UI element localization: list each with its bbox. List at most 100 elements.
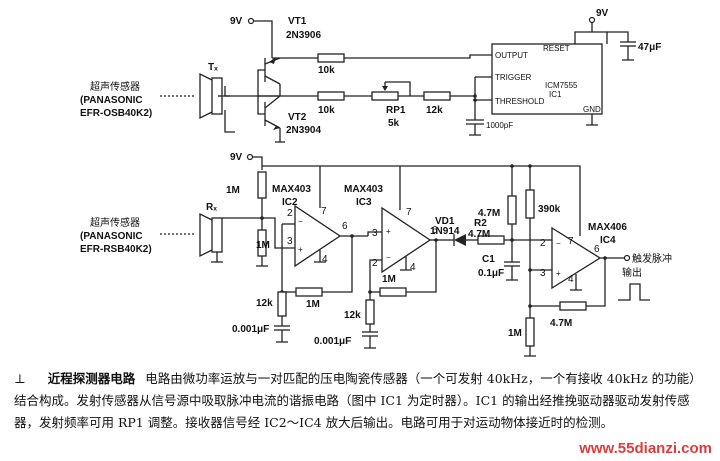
ic2-pin-2-sign: − — [298, 217, 303, 226]
ic2-gnd-wire — [314, 250, 326, 263]
c-ic2-gnd — [276, 330, 288, 343]
r-10k-mid — [317, 91, 345, 101]
ic4-pin-3-sign: + — [556, 269, 561, 278]
tx-supply-terminal — [247, 17, 255, 25]
rx-sensor-model-2: EFR-RSB40K2) — [80, 244, 152, 255]
ic2-pin-3-sign: + — [298, 245, 303, 254]
c1-gnd — [506, 266, 518, 281]
ic1-part-label: ICM7555 — [545, 81, 578, 90]
receiver-section: 9V 1M 1M Rₓ 超声传感器 (PANASONIC EFR-RSB40K2… — [80, 152, 672, 357]
tx-sensor-model-2: EFR-OSB40K2) — [80, 108, 152, 119]
ic3-pin-3: 3 — [372, 228, 378, 239]
ic1-reset-label: RESET — [543, 44, 570, 53]
ic3-name-label: IC3 — [356, 197, 372, 208]
rx-bias-gnd — [256, 256, 268, 267]
vd1-diode — [454, 234, 466, 246]
ic4-pin-7: 7 — [568, 236, 574, 247]
r-1m-ic4-bottom — [525, 317, 535, 347]
ic3-part-label: MAX403 — [344, 184, 383, 195]
ic3-plus-input-wire — [367, 231, 382, 236]
tx-supply-label: 9V — [230, 16, 243, 27]
tx-gnd-wire — [224, 110, 235, 133]
ic2-pin-6: 6 — [342, 221, 348, 232]
rx-transducer-gnd — [211, 252, 223, 263]
rx-supply-label: 9V — [230, 152, 243, 163]
rp1-potentiometer — [371, 91, 399, 101]
r-1m-bot-label: 1M — [256, 240, 270, 251]
ic2-pin-3: 3 — [287, 236, 293, 247]
ic3-minus-wire — [369, 259, 382, 292]
ic4-fb-wire-right — [586, 258, 606, 307]
ic2-part-label: MAX403 — [272, 184, 311, 195]
c-47uf-label: 47μF — [638, 42, 661, 53]
r-12k-ic2-gain-label: 12k — [256, 298, 273, 309]
rx-sensor-model-1: (PANASONIC — [80, 231, 143, 242]
ic1-threshold-label: THRESHOLD — [495, 97, 545, 106]
caption-marker: ⊥ — [14, 371, 26, 386]
rp1-value: 5k — [388, 118, 400, 129]
r-1m-top-label: 1M — [226, 185, 240, 196]
ic1-body — [491, 43, 603, 115]
tx-label: Tₓ — [208, 62, 218, 73]
ic2-opamp — [294, 204, 342, 268]
rx-supply-terminal — [246, 153, 254, 161]
r-1m-ic4-bottom-label: 1M — [508, 328, 522, 339]
tx-sensor-name: 超声传感器 — [90, 80, 140, 93]
ic4-pin-6: 6 — [594, 244, 600, 255]
timer-ic1: 9V 47μF RESET OUTPUT TRIGGER THRESHOLD G… — [491, 8, 661, 126]
rx-sensor-name: 超声传感器 — [90, 216, 140, 229]
site-watermark: www.55dianzi.com — [579, 440, 712, 457]
output-terminal — [623, 254, 631, 262]
ic1-name-label: IC1 — [549, 90, 562, 99]
tx-supply-wire — [253, 20, 273, 58]
c-1000pf-label: 1000pF — [486, 121, 513, 130]
r-4.7m-pullup-label: 4.7M — [478, 208, 500, 219]
c1-value-label: 0.1μF — [478, 268, 504, 279]
vd1-part-label: 1N914 — [430, 226, 460, 237]
ic4-pin-4: 4 — [568, 274, 574, 285]
r2-label: R2 — [474, 218, 487, 229]
ic4-gnd-wire — [570, 274, 582, 291]
ic4-part-label: MAX406 — [588, 222, 627, 233]
c-47uf-gnd — [622, 46, 634, 61]
tx-sensor-model-1: (PANASONIC — [80, 95, 143, 106]
r-4.7m-ic4-feedback-label: 4.7M — [550, 318, 572, 329]
vd1-label: VD1 — [435, 216, 455, 227]
output-label-2: 输出 — [622, 266, 642, 279]
figure-caption: ⊥近程探测器电路电路由微功率运放与一对匹配的压电陶瓷传感器（一个可发射 40kH… — [14, 368, 714, 434]
r-10k-top-label: 10k — [318, 65, 335, 76]
ic1-supply-terminal — [588, 16, 596, 24]
c-ic2-label: 0.001μF — [232, 324, 269, 335]
r-1m-ic2-feedback — [295, 287, 323, 297]
rp1-wiper-wire — [385, 81, 411, 96]
rp1-label: RP1 — [386, 105, 406, 116]
ic2-pin-7: 7 — [321, 206, 327, 217]
output-pulse-waveform — [618, 283, 650, 301]
vt2-label: VT2 — [288, 112, 307, 123]
ic3-gnd-wire — [400, 256, 412, 271]
r-4.7m-ic4-feedback — [559, 301, 587, 311]
rx-supply-drops — [319, 166, 401, 210]
r-12k-label: 12k — [426, 105, 443, 116]
ic4-pin-2-sign: − — [556, 239, 561, 248]
r-1m-ic2-feedback-label: 1M — [306, 299, 320, 310]
vt1-transistor-symbol — [264, 57, 281, 96]
r-390k-label: 390k — [538, 204, 561, 215]
r2-value-label: 4.7M — [468, 229, 490, 240]
ic1-gnd-wire — [586, 114, 598, 126]
caption-text: 电路由微功率运放与一对匹配的压电陶瓷传感器（一个可发射 40kHz，一个有接收 … — [14, 371, 702, 430]
rx-transducer-symbol — [199, 212, 223, 258]
ic2-name-label: IC2 — [282, 197, 298, 208]
ic2-pin-4: 4 — [322, 254, 328, 265]
r-4.7m-pullup — [507, 195, 517, 225]
c-ic3-label: 0.001μF — [314, 336, 351, 347]
vt1-part-label: 2N3906 — [286, 30, 321, 41]
r-12k-ic3-gain-label: 12k — [344, 310, 361, 321]
output-label-1: 触发脉冲 — [632, 252, 672, 265]
ic4-pin-3: 3 — [540, 268, 546, 279]
ic4-pin-2: 2 — [540, 238, 546, 249]
tx-drive-wire — [224, 86, 280, 97]
tx-base-bus — [257, 69, 265, 115]
r-1m-ic3-feedback — [379, 287, 407, 297]
